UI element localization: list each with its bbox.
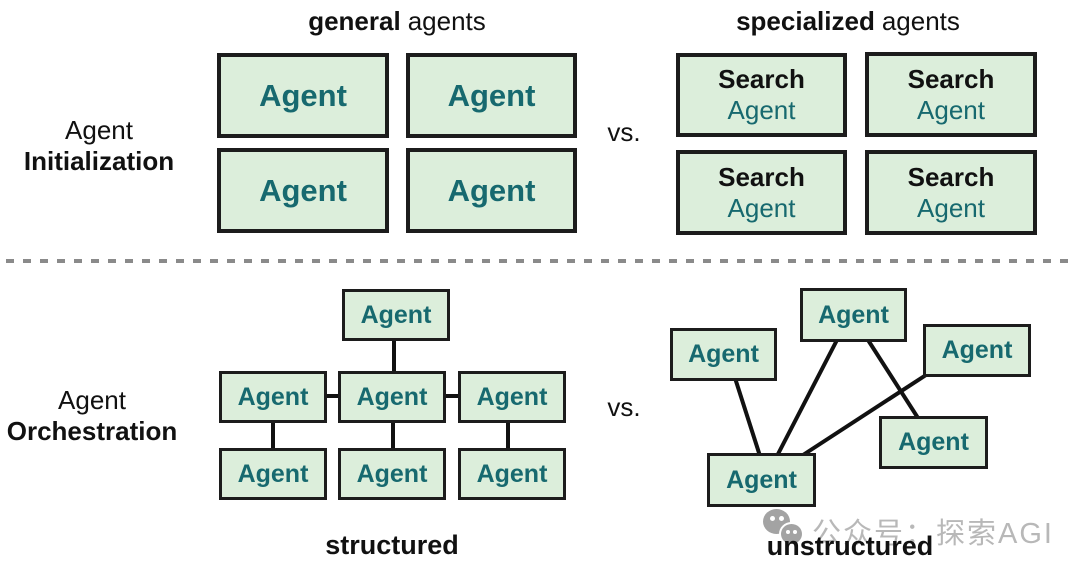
agent-box-label: Agent	[476, 382, 548, 411]
tree-leaf-agent-box: Agent	[458, 448, 566, 500]
title-specialized-bold: specialized	[736, 6, 875, 36]
agent-box-label: Agent	[726, 465, 797, 494]
network-agent-box: Agent	[800, 288, 907, 342]
search-agent-line2: Agent	[917, 94, 985, 125]
watermark-text: 公众号：探索AGI	[812, 518, 1054, 550]
agent-box-label: Agent	[447, 172, 536, 208]
agent-box-label: Agent	[818, 300, 889, 329]
search-agent-box: Search Agent	[865, 52, 1037, 137]
row-label-orchestration: Agent Orchestration	[2, 385, 182, 447]
title-general-rest: agents	[407, 6, 486, 36]
wechat-bubble-small	[779, 522, 804, 546]
search-agent-box: Search Agent	[865, 150, 1037, 235]
search-agent-line1: Search	[718, 64, 805, 94]
row-label-line1: Agent	[65, 115, 133, 145]
agent-box-label: Agent	[941, 336, 1013, 364]
network-agent-box: Agent	[670, 328, 777, 381]
dashed-divider	[6, 259, 1074, 263]
tree-mid-agent-box: Agent	[219, 371, 327, 423]
network-connector	[775, 339, 839, 457]
network-connector	[866, 338, 920, 420]
search-agent-box: Search Agent	[676, 150, 847, 235]
general-agent-box: Agent	[217, 148, 389, 233]
wechat-icon	[762, 506, 806, 548]
watermark: 公众号：探索AGI	[762, 506, 1054, 552]
row-label-line2: Orchestration	[6, 416, 178, 446]
title-specialized-rest: agents	[881, 6, 960, 36]
tree-mid-agent-box: Agent	[338, 371, 446, 423]
tree-mid-agent-box: Agent	[458, 371, 566, 423]
search-agent-line2: Agent	[727, 192, 796, 223]
row-label-line2: Initialization	[23, 146, 175, 176]
agent-box-label: Agent	[237, 382, 309, 411]
row-label-line1: Agent	[58, 385, 126, 415]
agent-box-label: Agent	[447, 77, 536, 113]
search-agent-line1: Search	[907, 161, 995, 192]
agent-box-label: Agent	[237, 459, 309, 488]
agent-box-label: Agent	[259, 172, 347, 208]
tree-leaf-agent-box: Agent	[338, 448, 446, 500]
agent-box-label: Agent	[356, 459, 428, 488]
search-agent-line1: Search	[718, 161, 805, 192]
tree-leaf-agent-box: Agent	[219, 448, 327, 500]
vs-label-bottom: vs.	[607, 392, 641, 422]
caption-structured: structured	[325, 530, 459, 560]
general-agent-box: Agent	[406, 148, 577, 233]
search-agent-line2: Agent	[727, 95, 796, 125]
tree-root-agent-box: Agent	[342, 289, 450, 341]
search-agent-line1: Search	[907, 63, 995, 94]
network-agent-box: Agent	[923, 324, 1031, 377]
row-label-initialization: Agent Initialization	[9, 115, 189, 177]
network-connector	[733, 377, 762, 457]
agent-box-label: Agent	[688, 340, 759, 368]
caption-unstructured: unstructured	[766, 531, 934, 561]
agent-box-label: Agent	[476, 459, 548, 488]
network-agent-box: Agent	[879, 416, 988, 469]
agent-box-label: Agent	[898, 428, 969, 456]
title-general-bold: general	[308, 6, 401, 36]
vs-label-top: vs.	[607, 117, 641, 147]
network-agent-box: Agent	[707, 453, 816, 507]
general-agent-box: Agent	[406, 53, 577, 138]
agent-box-label: Agent	[259, 77, 347, 113]
search-agent-line2: Agent	[917, 192, 985, 223]
agent-box-label: Agent	[356, 382, 428, 411]
search-agent-box: Search Agent	[676, 53, 847, 137]
general-agent-box: Agent	[217, 53, 389, 138]
agent-box-label: Agent	[360, 300, 432, 329]
network-connector	[801, 373, 928, 457]
